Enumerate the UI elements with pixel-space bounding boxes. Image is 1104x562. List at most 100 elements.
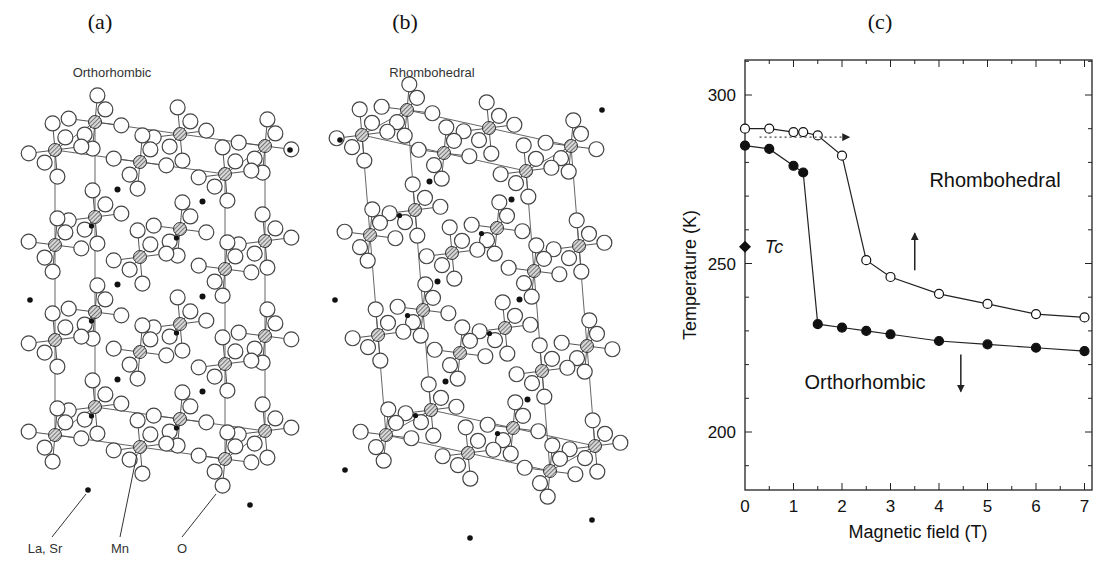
filled-marker bbox=[886, 330, 895, 339]
oxygen-atom bbox=[58, 415, 73, 430]
manganese-atom bbox=[491, 222, 504, 235]
manganese-atom bbox=[174, 413, 187, 426]
oxygen-atom bbox=[215, 478, 230, 493]
oxygen-atom bbox=[244, 163, 259, 178]
manganese-atom bbox=[520, 165, 533, 178]
structure-title: Rhombohedral bbox=[389, 66, 474, 79]
manganese-atom bbox=[49, 144, 62, 157]
oxygen-atom bbox=[501, 260, 516, 275]
axis-tick bbox=[745, 465, 749, 466]
la-sr-atom bbox=[525, 397, 531, 403]
manganese-atom bbox=[89, 116, 102, 129]
oxygen-atom bbox=[380, 315, 395, 330]
oxygen-atom bbox=[114, 396, 129, 411]
oxygen-atom bbox=[50, 211, 65, 226]
oxygen-atom bbox=[191, 170, 206, 185]
axis-tick bbox=[793, 60, 794, 67]
data-line bbox=[745, 129, 1085, 318]
oxygen-atom bbox=[411, 142, 426, 157]
manganese-atom bbox=[401, 104, 414, 117]
oxygen-atom bbox=[605, 342, 620, 357]
axis-tick bbox=[1011, 486, 1012, 490]
oxygen-atom bbox=[503, 446, 518, 461]
axis-tick bbox=[1036, 483, 1037, 490]
oxygen-atom bbox=[98, 102, 113, 117]
manganese-atom bbox=[174, 128, 187, 141]
direction-arrow bbox=[960, 354, 962, 391]
oxygen-atom bbox=[37, 440, 52, 455]
crystal-structure bbox=[329, 77, 628, 504]
axis-tick bbox=[1088, 196, 1092, 197]
oxygen-atom bbox=[364, 115, 379, 130]
oxygen-atom bbox=[268, 316, 283, 331]
phase-label: Orthorhombic bbox=[804, 372, 925, 392]
tick-label: 1 bbox=[789, 498, 798, 515]
oxygen-atom bbox=[175, 385, 190, 400]
manganese-atom bbox=[380, 429, 393, 442]
manganese-atom bbox=[417, 304, 430, 317]
oxygen-atom bbox=[220, 383, 235, 398]
oxygen-atom bbox=[509, 367, 524, 382]
oxygen-atom bbox=[345, 140, 360, 155]
oxygen-atom bbox=[524, 289, 539, 304]
oxygen-atom bbox=[450, 371, 465, 386]
oxygen-atom bbox=[405, 177, 420, 192]
axis-tick bbox=[769, 486, 770, 490]
oxygen-atom bbox=[45, 116, 60, 131]
manganese-atom bbox=[134, 156, 147, 169]
oxygen-atom bbox=[183, 399, 198, 414]
oxygen-atom bbox=[207, 369, 222, 384]
oxygen-atom bbox=[464, 217, 479, 232]
oxygen-atom bbox=[215, 140, 230, 155]
axis-tick bbox=[842, 483, 843, 490]
axis-tick bbox=[963, 486, 964, 490]
oxygen-atom bbox=[525, 376, 540, 391]
oxygen-atom bbox=[388, 231, 403, 246]
oxygen-atom bbox=[106, 151, 121, 166]
oxygen-atom bbox=[268, 126, 283, 141]
atom-label: Mn bbox=[111, 542, 129, 555]
oxygen-atom bbox=[143, 332, 158, 347]
manganese-atom bbox=[219, 358, 232, 371]
oxygen-atom bbox=[372, 215, 387, 230]
oxygen-atom bbox=[357, 153, 372, 168]
oxygen-atom bbox=[360, 253, 375, 268]
oxygen-atom bbox=[199, 225, 214, 240]
manganese-atom bbox=[219, 263, 232, 276]
oxygen-atom bbox=[418, 277, 433, 292]
axis-tick bbox=[817, 486, 818, 490]
oxygen-atom bbox=[122, 262, 137, 277]
oxygen-atom bbox=[228, 344, 243, 359]
oxygen-atom bbox=[509, 176, 524, 191]
oxygen-atom bbox=[260, 112, 275, 127]
filled-marker bbox=[1032, 343, 1041, 352]
open-marker bbox=[862, 256, 871, 265]
axis-tick bbox=[745, 398, 749, 399]
oxygen-atom bbox=[566, 113, 581, 128]
axis-tick bbox=[987, 60, 988, 67]
oxygen-atom bbox=[159, 158, 174, 173]
oxygen-atom bbox=[114, 118, 129, 133]
la-sr-atom bbox=[200, 294, 206, 300]
oxygen-atom bbox=[447, 271, 462, 286]
oxygen-atom bbox=[540, 489, 555, 504]
open-marker bbox=[886, 272, 895, 281]
cell-edge bbox=[362, 135, 526, 171]
oxygen-atom bbox=[454, 233, 469, 248]
la-sr-atom bbox=[200, 389, 206, 395]
oxygen-atom bbox=[427, 342, 442, 357]
la-sr-atom bbox=[427, 179, 433, 185]
la-sr-atom bbox=[495, 431, 500, 436]
oxygen-atom bbox=[435, 258, 450, 273]
oxygen-atom bbox=[58, 130, 73, 145]
oxygen-atom bbox=[417, 190, 432, 205]
oxygen-atom bbox=[493, 167, 508, 182]
cell-edge bbox=[431, 410, 595, 446]
oxygen-atom bbox=[122, 357, 137, 372]
axis-tick bbox=[1011, 60, 1012, 64]
oxygen-atom bbox=[486, 442, 501, 457]
oxygen-atom bbox=[268, 411, 283, 426]
oxygen-atom bbox=[369, 440, 384, 455]
oxygen-atom bbox=[443, 358, 458, 373]
oxygen-atom bbox=[244, 353, 259, 368]
